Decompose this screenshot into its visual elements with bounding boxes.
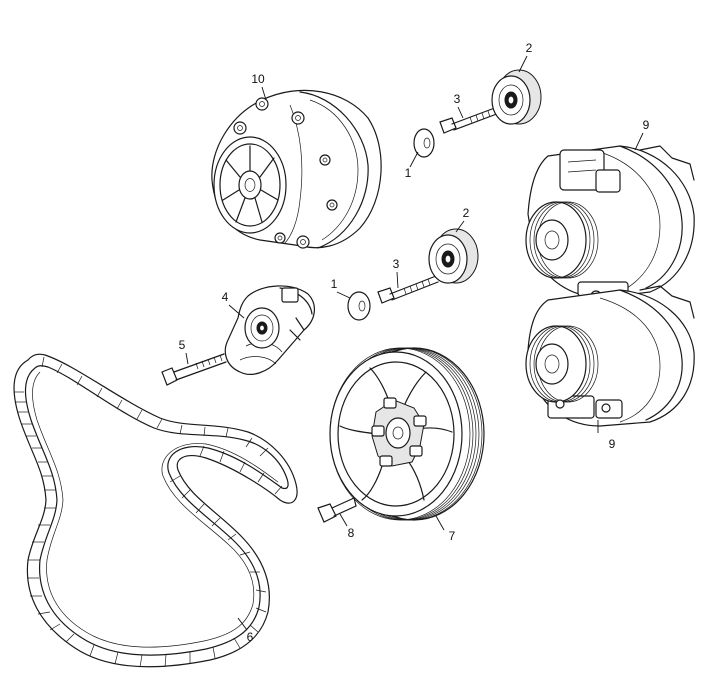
crankshaft-pulley-bolt	[317, 497, 357, 523]
tensioner-bolt	[161, 353, 227, 386]
callout-drive-belt: 6	[247, 630, 254, 644]
generator-upper	[525, 145, 695, 302]
callout-tensioner-bolt: 5	[179, 338, 186, 352]
belt-tensioner	[224, 285, 315, 375]
pump-pulley-spokes	[222, 145, 279, 223]
callout-bolt-upper: 3	[454, 92, 461, 106]
upper-idler-assembly	[413, 69, 542, 158]
lower-idler-assembly	[347, 228, 479, 321]
water-pump	[211, 89, 382, 249]
crankshaft-pulley	[329, 347, 485, 521]
callout-washer-lower: 1	[331, 277, 338, 291]
lower-bolt	[377, 275, 439, 304]
callout-generator-lower: 9	[609, 437, 616, 451]
callout-crankshaft-pulley: 7	[449, 529, 456, 543]
belt-ribs	[14, 356, 283, 668]
callout-crankshaft-bolt: 8	[348, 526, 355, 540]
callout-idler-pulley-lower: 2	[463, 206, 470, 220]
callout-bolt-lower: 3	[393, 257, 400, 271]
callout-washer-upper: 1	[405, 166, 412, 180]
upper-bolt	[439, 105, 503, 134]
serpentine-drive-belt	[13, 353, 298, 668]
pulley-grooves	[329, 347, 483, 521]
callout-water-pump: 10	[251, 72, 265, 86]
callout-labels: 10 2 3 1 9 2 3 1 4 5 9 7 8 6	[179, 41, 650, 644]
callout-idler-pulley-upper: 2	[526, 41, 533, 55]
leader-lines	[185, 55, 644, 631]
callout-belt-tensioner: 4	[222, 290, 229, 304]
callout-generator-upper: 9	[643, 118, 650, 132]
generator-lower	[525, 285, 695, 427]
